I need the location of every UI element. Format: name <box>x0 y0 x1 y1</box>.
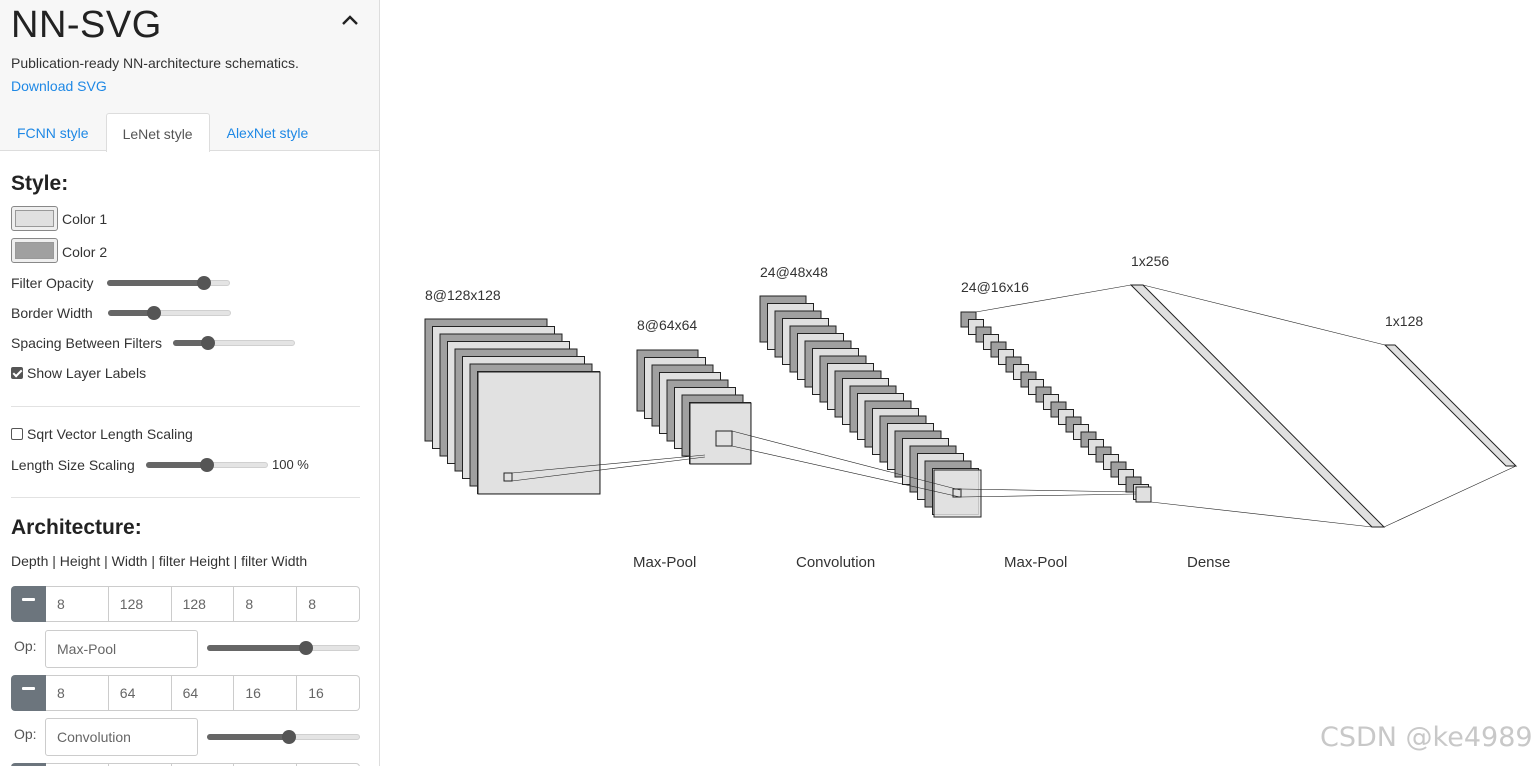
layer-label: 8@128x128 <box>425 287 501 303</box>
op-label: Convolution <box>796 554 875 571</box>
sqrt-scaling-checkbox[interactable] <box>11 428 23 440</box>
architecture-heading: Architecture: <box>11 516 142 539</box>
watermark: CSDN @ke4989 <box>1320 722 1533 753</box>
length-scaling-label: Length Size Scaling <box>11 457 135 473</box>
spacing-label: Spacing Between Filters <box>11 335 162 351</box>
op-input[interactable]: Convolution <box>45 718 198 756</box>
projection-line <box>1142 284 1386 346</box>
feature-map <box>477 371 601 495</box>
layer-row: 8 64 64 16 16 <box>11 675 360 711</box>
control-panel: NN-SVG Publication-ready NN-architecture… <box>0 0 380 766</box>
op-label: Op: <box>14 726 37 742</box>
filter-kernel <box>503 472 513 482</box>
architecture-columns-header: Depth | Height | Width | filter Height |… <box>11 553 308 569</box>
op-input[interactable]: Max-Pool <box>45 630 198 668</box>
app-title: NN-SVG <box>11 4 162 46</box>
filter-kernel <box>715 430 733 447</box>
projection-line <box>960 488 1137 493</box>
filter-width-input[interactable]: 8 <box>297 586 360 622</box>
depth-input[interactable] <box>46 763 109 766</box>
height-input[interactable] <box>108 763 172 766</box>
width-input[interactable]: 64 <box>171 675 235 711</box>
border-width-label: Border Width <box>11 305 93 321</box>
filter-opacity-slider[interactable] <box>107 275 230 291</box>
panel-header: NN-SVG Publication-ready NN-architecture… <box>0 0 379 152</box>
filter-width-input[interactable]: 16 <box>297 675 360 711</box>
color1-label: Color 1 <box>62 211 108 227</box>
projection-line <box>975 284 1132 313</box>
tab-alexnet-style[interactable]: AlexNet style <box>226 125 309 141</box>
projection-line <box>511 454 706 474</box>
depth-input[interactable]: 8 <box>46 675 109 711</box>
tab-lenet-style[interactable]: LeNet style <box>105 113 210 152</box>
projection-line <box>731 430 961 491</box>
layer-label: 24@48x48 <box>760 264 828 280</box>
divider <box>11 406 360 407</box>
filter-height-input[interactable]: 8 <box>234 586 298 622</box>
layer-label: 8@64x64 <box>637 317 697 333</box>
color1-swatch <box>15 210 54 227</box>
dense-layer <box>1129 284 1386 528</box>
projection-line <box>731 445 961 498</box>
width-input[interactable]: 128 <box>171 586 235 622</box>
layer-row: 8 128 128 8 8 <box>11 586 360 622</box>
op-label: Op: <box>14 638 37 654</box>
projection-line <box>960 493 1137 498</box>
op-label: Dense <box>1187 554 1230 571</box>
length-scaling-value: 100 % <box>272 457 309 472</box>
remove-layer-button[interactable] <box>11 763 46 766</box>
projection-line <box>511 456 706 482</box>
border-width-slider[interactable] <box>108 305 231 321</box>
color2-swatch <box>15 242 54 259</box>
layer-label: 24@16x16 <box>961 279 1029 295</box>
projection-line <box>1383 465 1517 528</box>
op-slider[interactable] <box>207 640 360 656</box>
show-labels-label: Show Layer Labels <box>27 365 147 381</box>
height-input[interactable]: 128 <box>108 586 172 622</box>
width-input[interactable] <box>171 763 235 766</box>
feature-map <box>933 469 982 518</box>
length-scaling-slider[interactable] <box>146 457 268 473</box>
feature-map <box>1135 486 1152 503</box>
color2-picker[interactable] <box>11 238 58 263</box>
network-diagram: 8@128x128 8@64x64 24@48x48 24@16x16 1x25… <box>424 253 1518 571</box>
layer-label: 1x256 <box>1131 253 1169 269</box>
layer-label: 1x128 <box>1385 313 1423 329</box>
height-input[interactable]: 64 <box>108 675 172 711</box>
color1-picker[interactable] <box>11 206 58 231</box>
filter-width-input[interactable] <box>297 763 360 766</box>
download-svg-link[interactable]: Download SVG <box>11 78 107 94</box>
divider <box>11 497 360 498</box>
sqrt-scaling-label: Sqrt Vector Length Scaling <box>27 426 193 442</box>
depth-input[interactable]: 8 <box>46 586 109 622</box>
spacing-slider[interactable] <box>173 335 295 351</box>
filter-height-input[interactable]: 16 <box>234 675 298 711</box>
filter-opacity-label: Filter Opacity <box>11 275 94 291</box>
layer-row-partial <box>11 763 360 766</box>
style-tabs: FCNN style LeNet style AlexNet style <box>0 112 325 152</box>
dense-layer <box>1383 344 1518 467</box>
op-label: Max-Pool <box>633 554 696 571</box>
projection-line <box>1150 501 1373 528</box>
remove-layer-button[interactable] <box>11 586 46 622</box>
show-labels-checkbox[interactable] <box>11 367 23 379</box>
remove-layer-button[interactable] <box>11 675 46 711</box>
op-label: Max-Pool <box>1004 554 1067 571</box>
op-slider[interactable] <box>207 729 360 745</box>
tab-fcnn-style[interactable]: FCNN style <box>17 125 89 141</box>
color2-label: Color 2 <box>62 244 108 260</box>
chevron-up-icon[interactable] <box>340 12 360 28</box>
diagram-shapes <box>424 284 1518 528</box>
filter-height-input[interactable] <box>234 763 298 766</box>
app-subtitle: Publication-ready NN-architecture schema… <box>11 55 299 71</box>
style-heading: Style: <box>11 172 69 195</box>
